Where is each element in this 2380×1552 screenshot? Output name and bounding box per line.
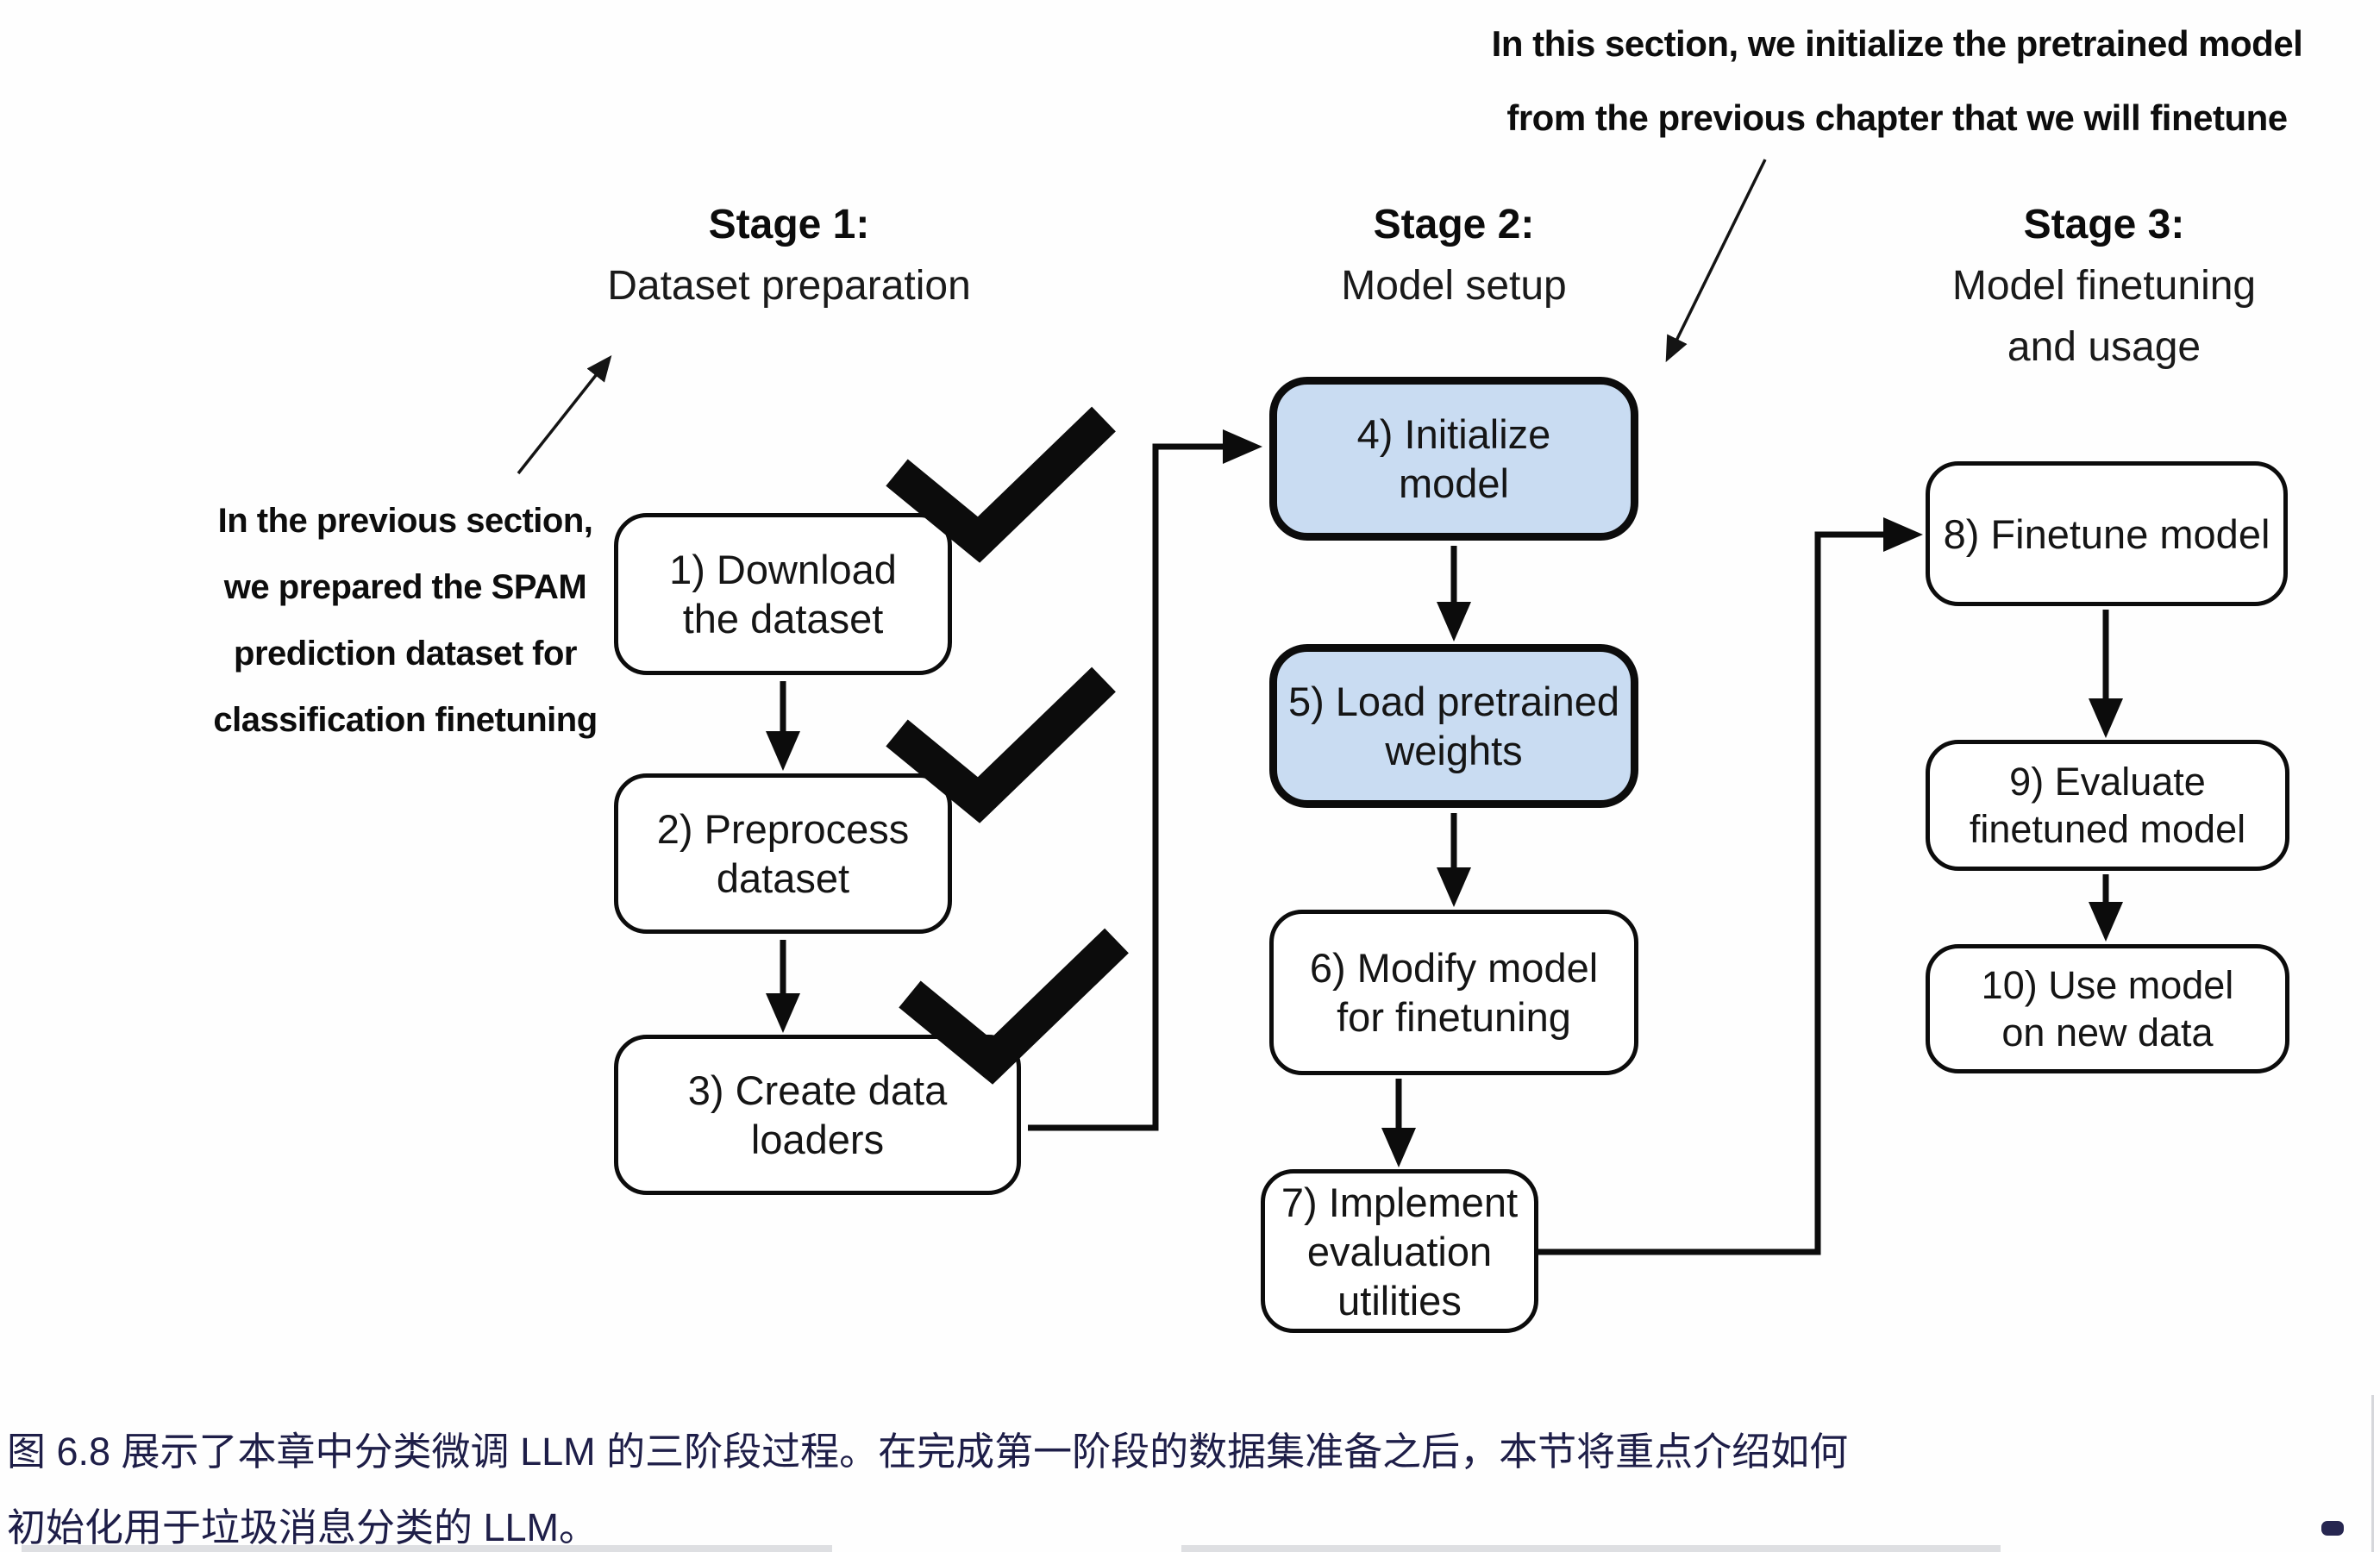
- stage3-header: Stage 3: Model finetuning and usage: [1802, 194, 2380, 378]
- stage1-subtitle: Dataset preparation: [607, 263, 971, 309]
- stage1-title: Stage 1:: [708, 202, 870, 247]
- box3-line1: 3) Create data: [687, 1067, 948, 1113]
- scrollbar-edge[interactable]: [2371, 1395, 2374, 1552]
- connector-box7-to-box8: [1538, 517, 1923, 1255]
- flow-box-preprocess-dataset: 2) Preprocess dataset: [614, 773, 952, 934]
- stage3-subtitle-line1: Model finetuning: [1951, 263, 2257, 309]
- top-annotation: In this section, we initialize the pretr…: [1423, 7, 2371, 155]
- stage3-subtitle-line2: and usage: [2007, 324, 2202, 370]
- flow-box-finetune-model: 8) Finetune model: [1926, 461, 2288, 606]
- stage3-title: Stage 3:: [2023, 202, 2185, 247]
- cutoff-row-right: [1181, 1545, 2001, 1552]
- box5-line2: weights: [1385, 728, 1523, 773]
- left-annotation-line3: prediction dataset for: [234, 635, 577, 673]
- text-cursor-blob: [2321, 1521, 2344, 1536]
- connector-box3-to-box4: [1028, 429, 1262, 1131]
- flow-box-create-data-loaders: 3) Create data loaders: [614, 1035, 1021, 1195]
- box1-line2: the dataset: [682, 596, 884, 641]
- stage1-header: Stage 1: Dataset preparation: [487, 194, 1091, 316]
- arrow-left-annotation-to-stage1: [517, 355, 612, 475]
- box8-line1: 8) Finetune model: [1943, 510, 2270, 557]
- box7-line1: 7) Implement: [1281, 1179, 1519, 1225]
- box3-line2: loaders: [750, 1117, 885, 1162]
- box5-line1: 5) Load pretrained: [1287, 679, 1620, 724]
- caption-line2: 初始化用于垃圾消息分类的 LLM。: [7, 1505, 598, 1549]
- flow-box-implement-evaluation-utilities: 7) Implement evaluation utilities: [1261, 1169, 1538, 1333]
- flow-box-modify-model: 6) Modify model for finetuning: [1269, 910, 1638, 1075]
- box4-line1: 4) Initialize: [1356, 411, 1551, 457]
- box6-line2: for finetuning: [1337, 994, 1571, 1040]
- stage2-header: Stage 2: Model setup: [1152, 194, 1756, 316]
- left-annotation-line2: we prepared the SPAM: [223, 568, 587, 606]
- box2-line2: dataset: [716, 855, 850, 901]
- box2-line1: 2) Preprocess: [656, 806, 910, 852]
- box10-line2: on new data: [2001, 1011, 2214, 1054]
- left-annotation-line1: In the previous section,: [217, 502, 593, 540]
- flow-box-download-dataset: 1) Download the dataset: [614, 513, 952, 675]
- cutoff-row-left: [22, 1545, 832, 1552]
- left-annotation-line4: classification finetuning: [213, 701, 598, 739]
- flow-box-load-pretrained-weights: 5) Load pretrained weights: [1269, 644, 1638, 808]
- figure-caption: 图 6.8 展示了本章中分类微调 LLM 的三阶段过程。在完成第一阶段的数据集准…: [7, 1414, 2275, 1552]
- box6-line1: 6) Modify model: [1309, 945, 1599, 991]
- left-annotation: In the previous section, we prepared the…: [103, 488, 707, 754]
- stage2-title: Stage 2:: [1373, 202, 1535, 247]
- flow-box-evaluate-finetuned-model: 9) Evaluate finetuned model: [1926, 740, 2289, 871]
- top-annotation-line2: from the previous chapter that we will f…: [1506, 97, 2288, 138]
- flow-box-use-model-new-data: 10) Use model on new data: [1926, 944, 2289, 1073]
- box7-line2: evaluation utilities: [1306, 1228, 1493, 1324]
- caption-line1: 图 6.8 展示了本章中分类微调 LLM 的三阶段过程。在完成第一阶段的数据集准…: [7, 1430, 1849, 1474]
- box9-line1: 9) Evaluate: [2009, 760, 2206, 804]
- box9-line2: finetuned model: [1969, 807, 2246, 851]
- stage2-subtitle: Model setup: [1341, 263, 1567, 309]
- flow-box-initialize-model: 4) Initialize model: [1269, 377, 1638, 541]
- top-annotation-line1: In this section, we initialize the pretr…: [1491, 23, 2303, 64]
- box4-line2: model: [1398, 460, 1509, 506]
- box1-line1: 1) Download: [669, 547, 897, 592]
- box10-line1: 10) Use model: [1981, 963, 2234, 1007]
